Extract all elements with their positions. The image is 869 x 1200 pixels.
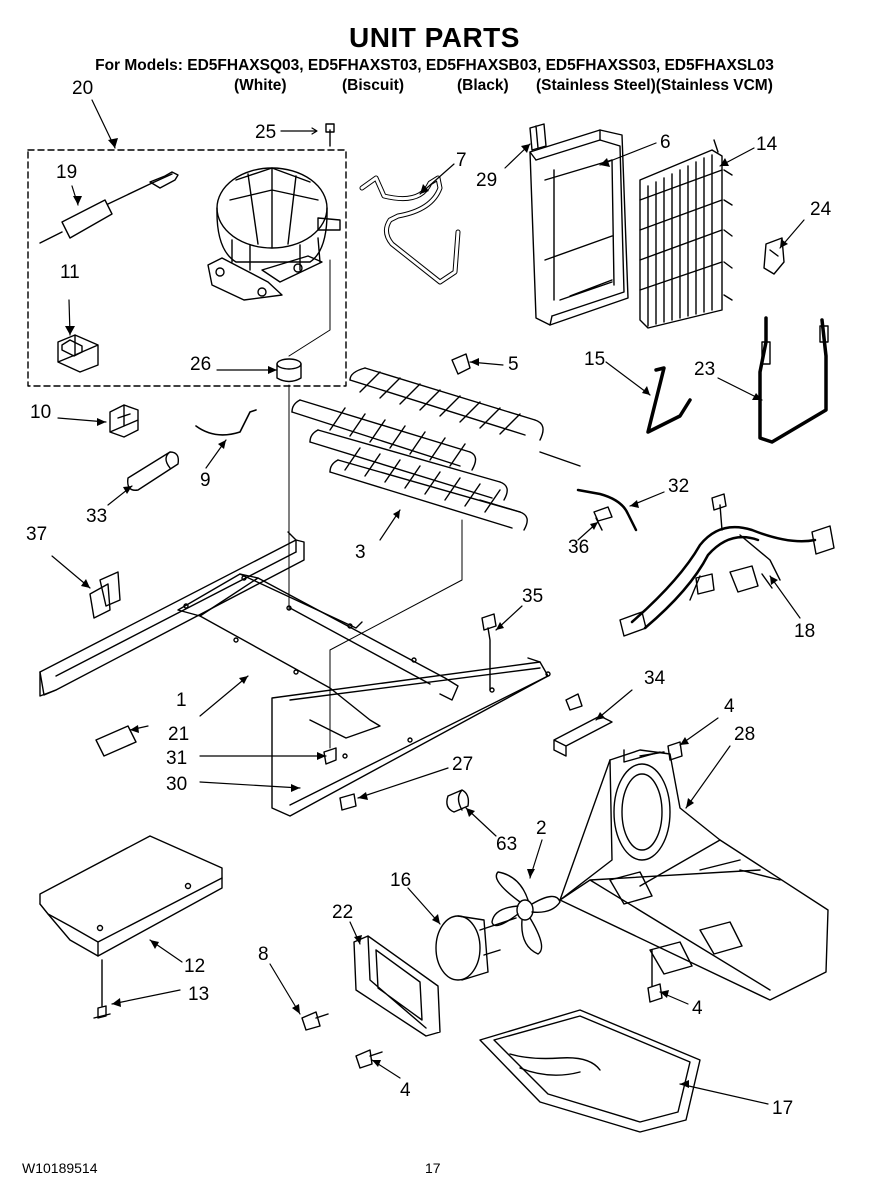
bracket-37 [89, 583, 111, 619]
callout: 63 [496, 834, 517, 855]
callout: 26 [190, 354, 211, 375]
wire-harness-illustration [619, 493, 835, 637]
callout: 4 [400, 1080, 411, 1101]
screw-4-upper [639, 741, 683, 761]
callout: 14 [756, 134, 778, 155]
grommet-illustration [276, 358, 302, 383]
callout: 18 [794, 621, 815, 642]
condenser-shroud-illustration [529, 129, 629, 326]
callout: 19 [56, 162, 77, 183]
callout: 27 [452, 754, 473, 775]
callout: 32 [668, 476, 689, 497]
screw-frame-right [565, 693, 583, 711]
callout: 36 [568, 537, 589, 558]
clip-9 [195, 409, 257, 436]
color-black: (Black) [457, 77, 509, 94]
fan-shroud-illustration [559, 749, 829, 1001]
callout: 28 [734, 724, 755, 745]
callout: 10 [30, 402, 51, 423]
page-title: UNIT PARTS [349, 22, 520, 53]
callout: 4 [692, 998, 703, 1019]
bracket-29 [529, 123, 547, 151]
fan-blade-illustration [491, 871, 561, 955]
tube-33 [127, 451, 180, 491]
condenser-illustration [639, 139, 733, 329]
clip-5 [451, 353, 471, 375]
screw-35 [481, 613, 497, 691]
screw-27 [339, 793, 357, 811]
screw-31 [323, 747, 337, 765]
callout: 20 [72, 78, 93, 99]
bracket-22 [353, 935, 441, 1037]
document-number: W10189514 [22, 1160, 98, 1176]
base-frame-illustration [39, 531, 551, 817]
callout: 5 [508, 354, 519, 375]
screw-4-lower [647, 949, 663, 1003]
callout: 11 [60, 262, 80, 283]
callout: 33 [86, 506, 107, 527]
strap-34 [553, 715, 613, 757]
callout: 16 [390, 870, 411, 891]
callout: 2 [536, 818, 547, 839]
compressor-illustration [207, 123, 341, 301]
bracket-32 [576, 488, 638, 532]
screw-13 [93, 959, 111, 1019]
clip-24 [763, 237, 785, 275]
callout: 12 [184, 956, 205, 977]
color-white: (White) [234, 77, 287, 94]
callout: 23 [694, 359, 715, 380]
callout: 4 [724, 696, 735, 717]
callout: 13 [188, 984, 209, 1005]
callout: 31 [166, 748, 187, 769]
tube-23 [758, 316, 829, 444]
part-63 [446, 789, 470, 813]
callout-labels: 20 25 7 6 14 19 29 24 11 26 5 15 23 10 9… [26, 78, 832, 1119]
callout: 24 [810, 199, 832, 220]
color-variants: (White) (Biscuit) (Black) (Stainless Ste… [0, 77, 869, 99]
tube-7 [359, 175, 461, 285]
callout: 9 [200, 470, 211, 491]
callout: 37 [26, 524, 47, 545]
callout: 21 [168, 724, 189, 745]
cover-12-illustration [39, 835, 223, 957]
leader-arrowheads [65, 138, 788, 1088]
callout: 17 [772, 1098, 793, 1119]
callout: 6 [660, 132, 671, 153]
callout: 34 [644, 668, 666, 689]
callout: 29 [476, 170, 497, 191]
screw-4-bottom [355, 1049, 383, 1069]
color-biscuit: (Biscuit) [342, 77, 404, 94]
callout: 22 [332, 902, 353, 923]
drain-pan-illustration [479, 1009, 701, 1133]
callout: 25 [255, 122, 276, 143]
label-1 [95, 725, 137, 757]
filter-drier-illustration [39, 171, 179, 244]
callout: 7 [456, 150, 467, 171]
callout: 1 [176, 690, 187, 711]
relay-illustration [57, 334, 99, 373]
callout: 3 [355, 542, 366, 563]
fan-motor-illustration [435, 915, 517, 981]
tube-15 [646, 366, 692, 434]
page-number: 17 [425, 1160, 441, 1176]
callout: 8 [258, 944, 269, 965]
callout: 15 [584, 349, 605, 370]
callout: 30 [166, 774, 187, 795]
group-20-box [27, 149, 347, 387]
screw-36 [593, 506, 613, 531]
evaporator-illustration [291, 367, 581, 531]
leader-lines [51, 99, 805, 1105]
models-line: For Models: ED5FHAXSQ03, ED5FHAXST03, ED… [95, 57, 774, 74]
screw-8 [301, 1011, 329, 1031]
color-stainless: (Stainless Steel)(Stainless VCM) [536, 77, 773, 94]
callout: 35 [522, 586, 543, 607]
cover-10 [109, 404, 139, 438]
